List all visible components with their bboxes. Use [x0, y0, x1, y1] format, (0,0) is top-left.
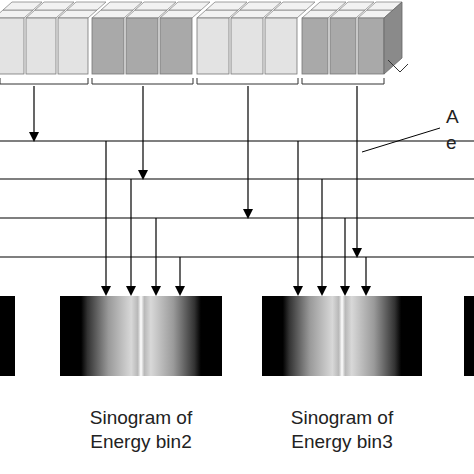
sinogram-panel: Sinogram of Energy bin3: [262, 296, 422, 454]
sinogram-panel: Sinogram of Energy bin2: [60, 296, 222, 454]
sinogram-caption: Sinogram of Energy bin2: [60, 406, 222, 454]
sinogram-image: [60, 296, 222, 376]
sinogram-caption: Sinogram of Energy bin3: [262, 406, 422, 454]
callout-label: A: [446, 106, 459, 128]
sinogram-image: [262, 296, 422, 376]
callout-label: e: [446, 132, 457, 154]
